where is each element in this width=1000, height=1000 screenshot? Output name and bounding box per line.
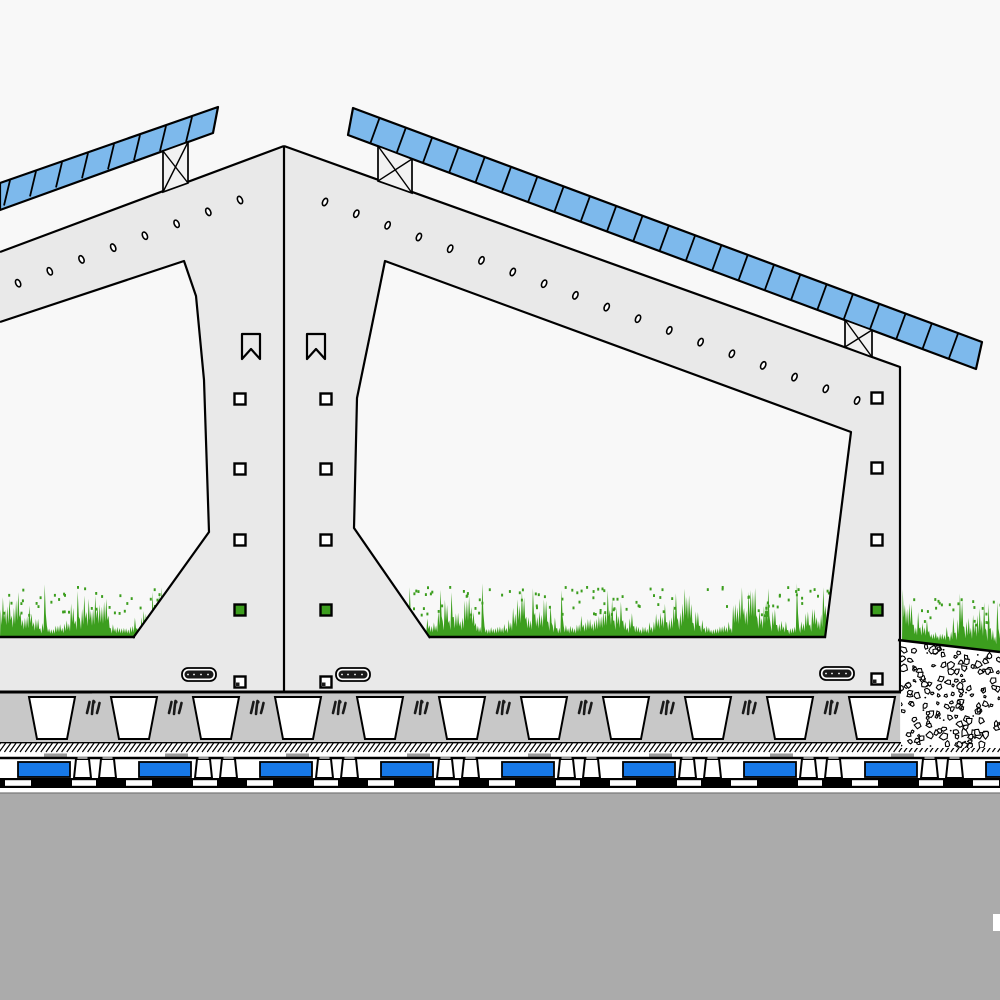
concrete-frames: [0, 144, 902, 694]
anchor-flag-icons: [240, 332, 327, 361]
gravel-strip: [901, 641, 1000, 748]
stamp-icons: [181, 666, 855, 682]
filter-fleece-layer: [0, 742, 1000, 753]
panel-supports: [162, 140, 873, 359]
edge-notch: [993, 914, 1000, 931]
concrete-slab-layer: [0, 792, 1000, 1000]
drainage-board-layer: [0, 693, 900, 742]
membrane-layer: [0, 778, 1000, 793]
water-retention-layer: [0, 753, 1000, 779]
beam-holes: [14, 195, 861, 405]
solar-panels: [0, 105, 984, 371]
marker-squares: [233, 391, 884, 689]
ground-lines: [0, 635, 1000, 694]
